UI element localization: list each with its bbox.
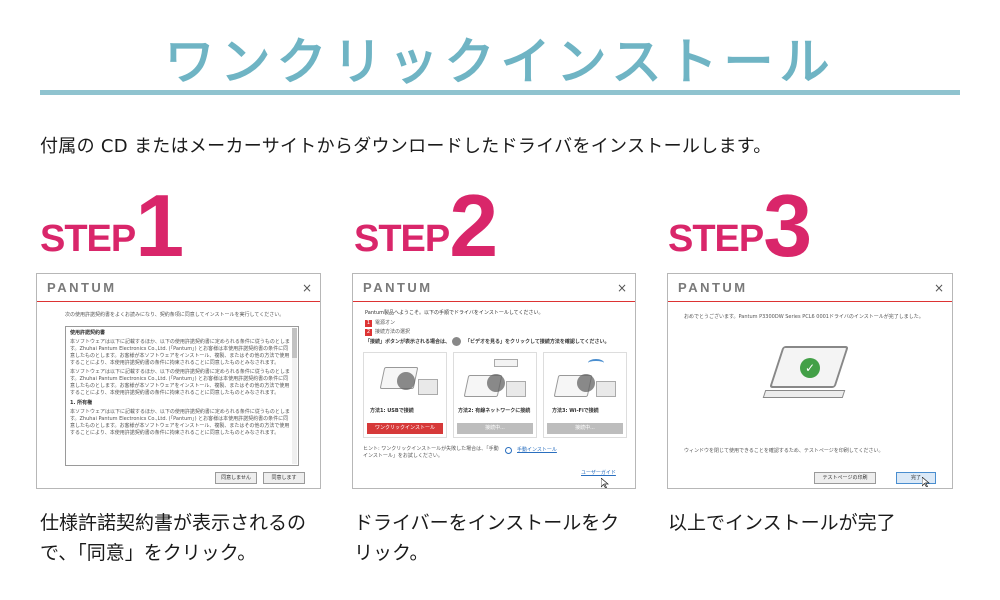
step-number-badge: 1 <box>365 320 372 327</box>
step-number: 1 <box>135 176 184 275</box>
option-label: 方法2: 有線ネットワークに接続 <box>458 408 531 414</box>
video-play-icon[interactable] <box>487 374 505 392</box>
wired-connect-button[interactable]: 接続中... <box>457 423 533 434</box>
wifi-connect-button[interactable]: 接続中... <box>547 423 623 434</box>
intro-text: 付属の CD またはメーカーサイトからダウンロードしたドライバをインストールしま… <box>40 136 772 157</box>
step-word: STEP <box>40 218 136 260</box>
agree-button[interactable]: 同意します <box>263 472 305 484</box>
title-underline <box>40 90 960 95</box>
welcome-heading: Pantum製品へようこそ。以下の手順でドライバをインストールしてください。 <box>365 310 544 316</box>
video-play-icon[interactable] <box>397 372 415 390</box>
license-body-section: 本ソフトウェアは以下に記載するほか、以下の使用許諾契約書に定められる条件に従うも… <box>70 409 290 436</box>
disagree-button[interactable]: 同意しません <box>215 472 257 484</box>
title-bar: PANTUM × <box>37 274 320 302</box>
install-dialog: PANTUM × Pantum製品へようこそ。以下の手順でドライバをインストール… <box>352 273 636 489</box>
footer-note: ヒント: ワンクリックインストールが失敗した場合は、「手動インストール」をお試し… <box>363 446 499 459</box>
step-number: 2 <box>449 176 498 275</box>
wifi-icon <box>588 359 604 367</box>
manual-install-link[interactable]: 手動インストール <box>517 447 557 453</box>
keyboard-base <box>762 390 846 398</box>
license-body-repeat: 本ソフトウェアは以下に記載するほか、以下の使用許諾契約書に定められる条件に従うも… <box>70 369 290 396</box>
finish-button[interactable]: 完了 <box>896 472 936 484</box>
print-test-page-button[interactable]: テストページの印刷 <box>814 472 876 484</box>
printer-icon <box>596 381 616 397</box>
step-3-caption: 以上でインストールが完了 <box>668 512 896 534</box>
hint-left: 「接続」ボタンが表示される場合は、 <box>365 339 451 345</box>
step-2-caption: ドライバーをインストールをクリック。 <box>354 512 620 564</box>
step-number-badge: 2 <box>365 329 372 336</box>
play-icon[interactable] <box>452 337 461 346</box>
test-page-note: ウィンドウを閉じて使用できることを確認するため、テストページを印刷してください。 <box>684 448 884 454</box>
user-guide-link[interactable]: ユーザーガイド <box>581 470 616 476</box>
one-click-install-button[interactable]: ワンクリックインストール <box>367 423 443 434</box>
step-1-caption: 仕様許諾契約書が表示されるので、「同意」をクリック。 <box>40 512 307 564</box>
search-icon <box>505 447 512 454</box>
page-title: ワンクリックインストール <box>164 33 836 91</box>
step-item-label: 電源オン <box>375 320 396 326</box>
option-wifi[interactable]: 方法3: Wi-Fiで接続 接続中... <box>543 352 627 438</box>
license-section: 1. 所有権 <box>70 400 93 406</box>
complete-message: おめでとうございます。Pantum P3300DW Series PCL6 00… <box>684 314 924 320</box>
printer-icon <box>506 381 526 397</box>
scrollbar[interactable] <box>292 328 297 464</box>
step-number: 3 <box>763 176 812 275</box>
step-item-connection: 2 接続方法の選択 <box>365 329 410 336</box>
option-usb[interactable]: 方法1: USBで接続 ワンクリックインストール <box>363 352 447 438</box>
title-bar: PANTUM × <box>353 274 635 302</box>
hint-right: 「ビデオを見る」をクリックして接続方法を確認してください。 <box>465 339 610 345</box>
close-icon[interactable]: × <box>933 280 944 295</box>
pantum-logo: PANTUM <box>678 280 748 295</box>
router-icon <box>494 359 518 367</box>
license-textbox[interactable]: 使用許諾契約書 本ソフトウェアは以下に記載するほか、以下の使用許諾契約書に定めら… <box>65 326 299 466</box>
mouse-cursor-icon <box>601 478 609 488</box>
step-item-power: 1 電源オン <box>365 320 395 327</box>
printer-icon <box>418 379 438 395</box>
scrollbar-thumb[interactable] <box>292 328 297 358</box>
complete-dialog: PANTUM × おめでとうございます。Pantum P3300DW Serie… <box>667 273 953 489</box>
pantum-logo: PANTUM <box>47 280 117 295</box>
pantum-logo: PANTUM <box>363 280 433 295</box>
license-heading: 次の使用許諾契約書をよくお読みになり、契約条項に同意してインストールを実行してく… <box>65 312 285 318</box>
option-label: 方法1: USBで接続 <box>370 408 414 414</box>
option-label: 方法3: Wi-Fiで接続 <box>552 408 599 414</box>
close-icon[interactable]: × <box>616 280 627 295</box>
step-word: STEP <box>354 218 450 260</box>
license-title: 使用許諾契約書 <box>70 330 106 336</box>
license-dialog: PANTUM × 次の使用許諾契約書をよくお読みになり、契約条項に同意してインス… <box>36 273 321 489</box>
title-bar: PANTUM × <box>668 274 952 302</box>
mouse-cursor-icon <box>922 477 930 487</box>
license-body: 本ソフトウェアは以下に記載するほか、以下の使用許諾契約書に定められる条件に従うも… <box>70 339 290 366</box>
video-play-icon[interactable] <box>577 374 595 392</box>
close-icon[interactable]: × <box>301 280 312 295</box>
step-word: STEP <box>668 218 764 260</box>
check-icon: ✓ <box>800 358 820 378</box>
step-item-label: 接続方法の選択 <box>375 329 411 335</box>
option-wired[interactable]: 方法2: 有線ネットワークに接続 接続中... <box>453 352 537 438</box>
